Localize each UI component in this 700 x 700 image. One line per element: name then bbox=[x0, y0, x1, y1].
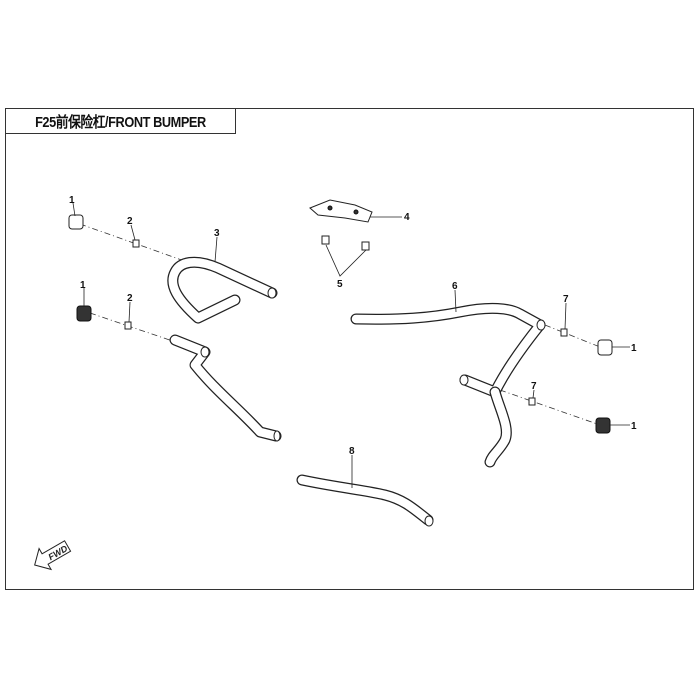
callout-4: 4 bbox=[404, 212, 410, 223]
left-bumper-tube bbox=[167, 256, 282, 442]
diagram-title: F25前保险杠/FRONT BUMPER bbox=[35, 113, 206, 131]
callout-1: 1 bbox=[69, 195, 75, 206]
callout-5: 5 bbox=[337, 279, 343, 290]
callout-7: 7 bbox=[563, 294, 569, 305]
lower-tube bbox=[296, 474, 434, 527]
callout-8: 8 bbox=[349, 446, 355, 457]
end-caps bbox=[68, 214, 613, 434]
callout-3: 3 bbox=[214, 228, 220, 239]
forward-arrow-icon: FWD bbox=[34, 540, 72, 571]
callout-6: 6 bbox=[452, 281, 458, 292]
callouts: 1 2 3 1 2 4 5 6 7 1 7 1 8 bbox=[69, 195, 637, 488]
callout-1: 1 bbox=[631, 421, 637, 432]
bolts bbox=[124, 235, 568, 406]
mount-bracket bbox=[309, 199, 373, 223]
callout-2: 2 bbox=[127, 216, 133, 227]
assembly-line bbox=[544, 324, 601, 348]
callout-2: 2 bbox=[127, 293, 133, 304]
assembly-line bbox=[499, 389, 601, 426]
callout-7: 7 bbox=[531, 381, 537, 392]
callout-1: 1 bbox=[80, 280, 86, 291]
diagram-frame bbox=[5, 108, 694, 590]
diagram-title-box: F25前保险杠/FRONT BUMPER bbox=[5, 108, 236, 134]
callout-1: 1 bbox=[631, 343, 637, 354]
right-bumper-tube bbox=[350, 302, 546, 468]
